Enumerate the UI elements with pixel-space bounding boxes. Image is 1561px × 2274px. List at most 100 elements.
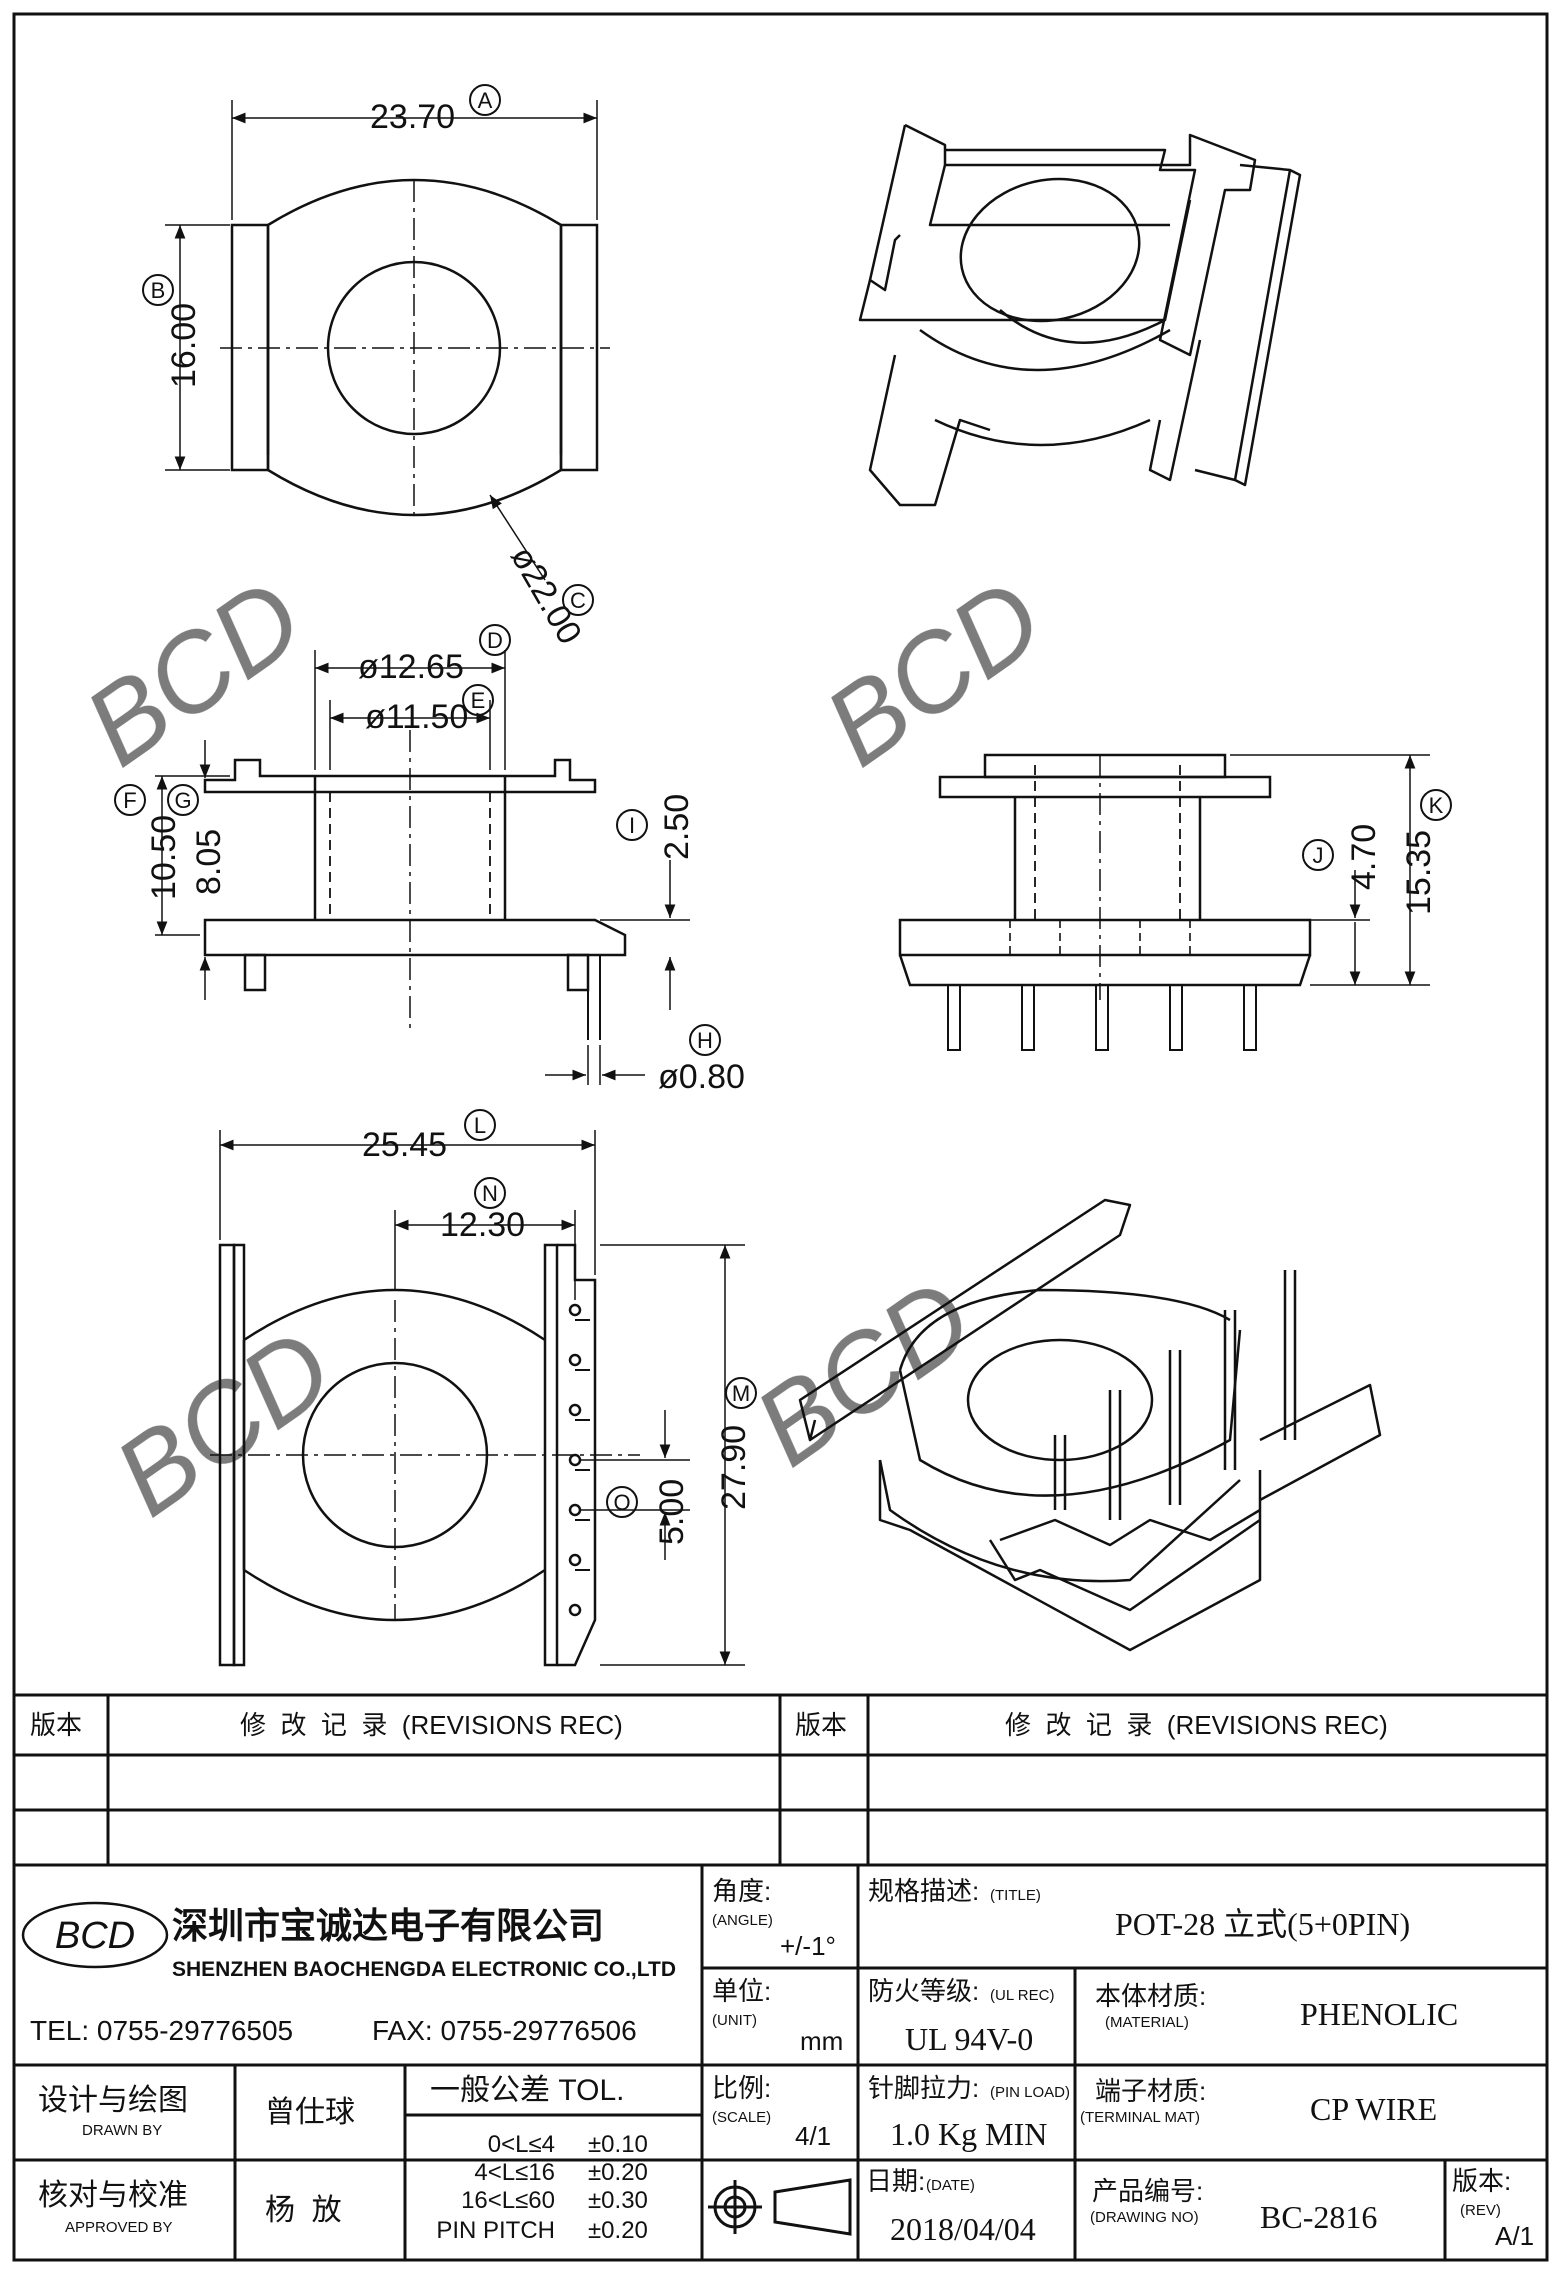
projection-symbol bbox=[708, 2178, 852, 2236]
dim-i-callout: I bbox=[616, 809, 648, 841]
material-sub: (MATERIAL) bbox=[1105, 2014, 1189, 2031]
watermark: BCD bbox=[63, 556, 324, 790]
unit-sub: (UNIT) bbox=[712, 2012, 757, 2029]
dim-e-callout: E bbox=[462, 684, 494, 716]
dim-k-callout: K bbox=[1420, 789, 1452, 821]
svg-text:J: J bbox=[1313, 843, 1324, 868]
dim-f-callout: F bbox=[114, 784, 146, 816]
svg-text:D: D bbox=[487, 628, 503, 653]
dim-d-value: ø12.65 bbox=[358, 648, 464, 686]
side-view bbox=[898, 753, 1430, 1051]
approved-by-sub: APPROVED BY bbox=[65, 2219, 173, 2236]
watermark-group: BCD BCD BCD BCD bbox=[63, 556, 1064, 1540]
company-fax: FAX: 0755-29776506 bbox=[372, 2015, 637, 2046]
tol-range: 0<L≤4 bbox=[488, 2131, 555, 2158]
terminal-value: CP WIRE bbox=[1310, 2091, 1437, 2127]
dim-a-value: 23.70 bbox=[370, 98, 455, 136]
tol-value: ±0.20 bbox=[588, 2217, 648, 2244]
ul-sub: (UL REC) bbox=[990, 1987, 1054, 2004]
svg-text:O: O bbox=[613, 1490, 630, 1515]
dim-f-value: 10.50 bbox=[145, 815, 183, 900]
dim-m-callout: M bbox=[725, 1377, 757, 1409]
svg-text:E: E bbox=[471, 688, 486, 713]
svg-text:M: M bbox=[732, 1381, 750, 1406]
tolerance-rows: 0<L≤4 ±0.10 4<L≤16 ±0.20 16<L≤60 ±0.30 P… bbox=[436, 2131, 648, 2244]
terminal-label: 端子材质: bbox=[1095, 2076, 1206, 2106]
company-name-cn: 深圳市宝诚达电子有限公司 bbox=[172, 1905, 604, 1946]
material-label: 本体材质: bbox=[1095, 1981, 1206, 2011]
approved-by-value: 杨 放 bbox=[265, 2194, 342, 2227]
ul-value: UL 94V-0 bbox=[905, 2021, 1033, 2057]
dim-i-value: 2.50 bbox=[658, 794, 696, 860]
svg-text:BCD: BCD bbox=[55, 1915, 135, 1957]
tolerance-title: 一般公差 TOL. bbox=[430, 2074, 624, 2107]
svg-text:C: C bbox=[570, 588, 586, 613]
dim-g-value: 8.05 bbox=[190, 829, 228, 895]
dim-b-value: 16.00 bbox=[165, 303, 203, 388]
scale-label: 比例: bbox=[712, 2073, 771, 2103]
angle-value: +/-1° bbox=[780, 1931, 836, 1961]
title-value: POT-28 立式(5+0PIN) bbox=[1115, 1906, 1410, 1942]
rev-left-version-label: 版本 bbox=[30, 1710, 82, 1740]
front-view bbox=[155, 650, 690, 1085]
drawn-by-label: 设计与绘图 bbox=[38, 2084, 188, 2117]
dim-o-value: 5.00 bbox=[653, 1479, 691, 1545]
watermark: BCD bbox=[93, 1306, 354, 1540]
drawn-by-value: 曾仕球 bbox=[265, 2096, 355, 2129]
svg-text:N: N bbox=[482, 1181, 498, 1206]
dim-c-callout: C bbox=[562, 584, 594, 616]
dim-j-value: 4.70 bbox=[1345, 824, 1383, 890]
svg-text:I: I bbox=[629, 813, 635, 838]
rev-right-version-label: 版本 bbox=[795, 1710, 847, 1740]
rev-left-title: 修 改 记 录 (REVISIONS REC) bbox=[240, 1710, 623, 1740]
drawing-no-label: 产品编号: bbox=[1092, 2176, 1203, 2206]
scale-value: 4/1 bbox=[795, 2121, 831, 2151]
svg-text:K: K bbox=[1429, 793, 1444, 818]
dim-n-callout: N bbox=[474, 1177, 506, 1209]
drawing-no-sub: (DRAWING NO) bbox=[1090, 2209, 1199, 2226]
svg-text:G: G bbox=[174, 788, 191, 813]
rev-sub: (REV) bbox=[1460, 2202, 1501, 2219]
title-label: 规格描述: bbox=[868, 1876, 979, 1906]
approved-by-label: 核对与校准 bbox=[38, 2179, 188, 2212]
tol-range: PIN PITCH bbox=[436, 2217, 555, 2244]
company-name-en: SHENZHEN BAOCHENGDA ELECTRONIC CO.,LTD bbox=[172, 1958, 676, 1981]
tol-range: 16<L≤60 bbox=[461, 2187, 555, 2214]
svg-text:H: H bbox=[697, 1028, 713, 1053]
dim-o-callout: O bbox=[606, 1486, 638, 1518]
dim-h-value: ø0.80 bbox=[658, 1058, 745, 1096]
svg-text:L: L bbox=[474, 1113, 486, 1138]
svg-text:A: A bbox=[478, 88, 493, 113]
title-sub: (TITLE) bbox=[990, 1887, 1041, 1904]
rev-label: 版本: bbox=[1452, 2166, 1511, 2196]
watermark: BCD bbox=[733, 1256, 994, 1490]
terminal-sub: (TERMINAL MAT) bbox=[1080, 2109, 1200, 2126]
dim-l-value: 25.45 bbox=[362, 1126, 447, 1164]
top-view bbox=[165, 100, 610, 581]
date-value: 2018/04/04 bbox=[890, 2211, 1036, 2247]
svg-text:F: F bbox=[123, 788, 136, 813]
dim-h-callout: H bbox=[689, 1024, 721, 1056]
tol-value: ±0.20 bbox=[588, 2159, 648, 2186]
pin-load-label: 针脚拉力: bbox=[868, 2073, 979, 2103]
tol-value: ±0.10 bbox=[588, 2131, 648, 2158]
tol-range: 4<L≤16 bbox=[474, 2159, 555, 2186]
scale-sub: (SCALE) bbox=[712, 2109, 771, 2126]
drawn-by-sub: DRAWN BY bbox=[82, 2122, 162, 2139]
tol-value: ±0.30 bbox=[588, 2187, 648, 2214]
pin-load-sub: (PIN LOAD) bbox=[990, 2084, 1070, 2101]
angle-sub: (ANGLE) bbox=[712, 1912, 773, 1929]
rev-value: A/1 bbox=[1495, 2221, 1534, 2251]
drawing-no-value: BC-2816 bbox=[1260, 2199, 1377, 2235]
dim-e-value: ø11.50 bbox=[365, 698, 468, 736]
bottom-view bbox=[210, 1130, 745, 1667]
unit-value: mm bbox=[800, 2026, 843, 2056]
company-tel: TEL: 0755-29776505 bbox=[30, 2015, 293, 2046]
dim-n-value: 12.30 bbox=[440, 1206, 525, 1244]
ul-label: 防火等级: bbox=[868, 1976, 979, 2006]
angle-label: 角度: bbox=[712, 1876, 771, 1906]
material-value: PHENOLIC bbox=[1300, 1996, 1458, 2032]
dim-a-callout: A bbox=[469, 84, 501, 116]
dim-g-callout: G bbox=[167, 784, 199, 816]
